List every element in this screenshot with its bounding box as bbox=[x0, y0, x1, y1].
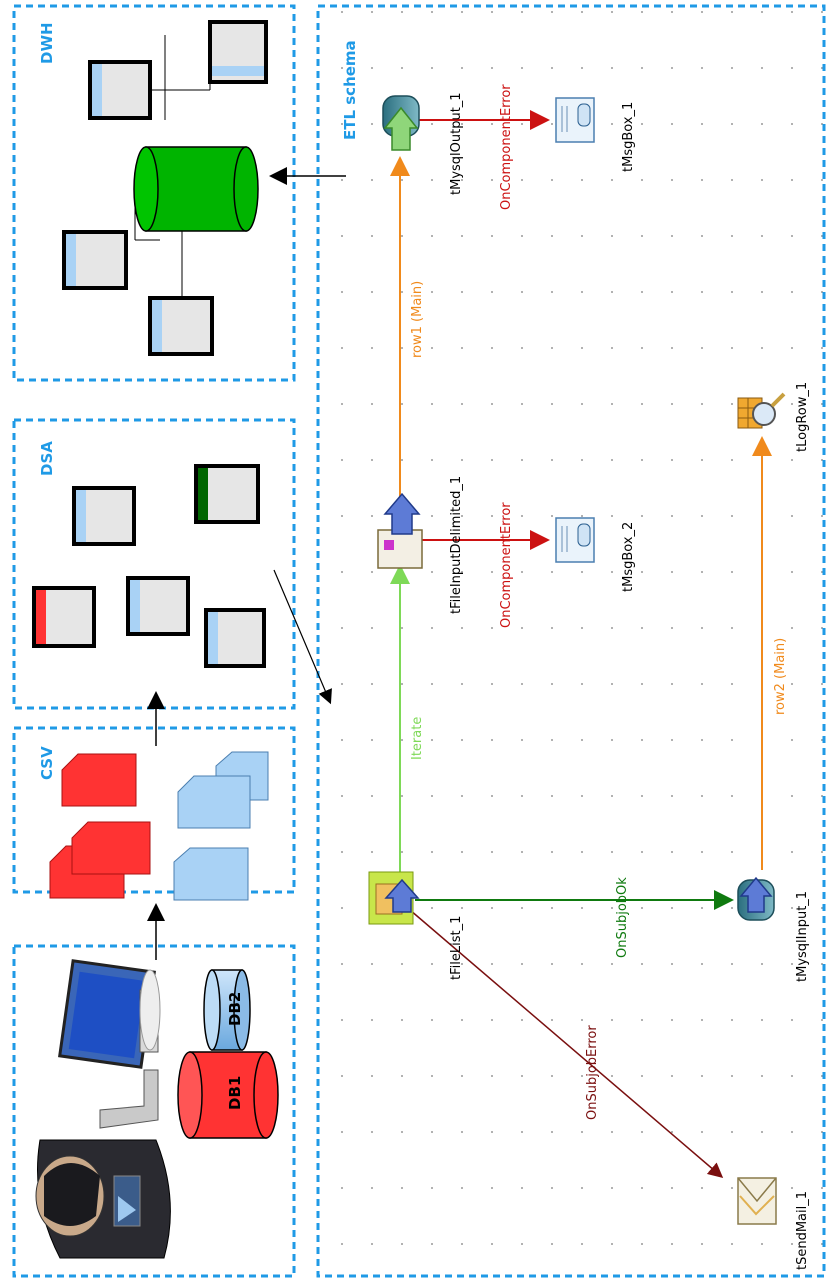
file-input-label: tFileInputDelimited_1 bbox=[449, 476, 464, 614]
msgbox-2-icon bbox=[555, 517, 595, 563]
error2-label: OnComponentError bbox=[499, 502, 514, 628]
csv-file-blue-icon bbox=[173, 847, 249, 901]
component-sendmail[interactable]: tSendMail_1 bbox=[737, 1177, 810, 1270]
dsa-panel: DSA bbox=[12, 418, 296, 710]
mysql-output-label: tMysqlOutput_1 bbox=[449, 92, 464, 195]
file-input-icon bbox=[377, 492, 423, 569]
row2-label: row2 (Main) bbox=[773, 638, 788, 715]
csv-panel: CSV bbox=[12, 726, 296, 901]
etl-schema-title: ETL schema bbox=[341, 40, 359, 140]
logrow-label: tLogRow_1 bbox=[795, 382, 810, 452]
error1-label: OnComponentError bbox=[499, 84, 514, 210]
dsa-to-etl-arrow bbox=[273, 569, 332, 705]
dwh-panel: DWH bbox=[12, 4, 296, 382]
etl-schema-panel: ETL schema bbox=[316, 4, 826, 1278]
subjob-error-link[interactable] bbox=[409, 909, 724, 1178]
component-logrow[interactable]: tLogRow_1 bbox=[737, 382, 810, 452]
row1-label: row1 (Main) bbox=[410, 281, 425, 358]
mysql-output-icon bbox=[382, 95, 420, 151]
dwh-table-icon bbox=[208, 20, 268, 84]
dwh-database-icon bbox=[133, 146, 259, 232]
component-msgbox-2[interactable]: tMsgBox_2 bbox=[555, 517, 636, 592]
db1-label: DB1 bbox=[226, 1076, 244, 1110]
csv-file-blue-icon bbox=[177, 751, 269, 829]
user-icon bbox=[35, 1139, 171, 1259]
db2-icon: DB2 bbox=[203, 969, 251, 1051]
filelist-icon bbox=[368, 871, 420, 925]
component-mysql-output[interactable]: tMysqlOutput_1 bbox=[382, 92, 464, 195]
computer-icon bbox=[58, 959, 161, 1129]
msgbox-2-label: tMsgBox_2 bbox=[621, 522, 636, 592]
dsa-title: DSA bbox=[38, 441, 56, 476]
etl-links bbox=[390, 110, 772, 1178]
mysql-input-label: tMysqlInput_1 bbox=[795, 891, 810, 982]
subjob-ok-label: OnSubjobOk bbox=[615, 877, 630, 958]
msgbox-1-icon bbox=[555, 97, 595, 143]
iterate-label: Iterate bbox=[410, 717, 425, 760]
sources-panel: DB2 DB1 bbox=[12, 944, 296, 1278]
dwh-table-icon bbox=[62, 230, 128, 290]
dsa-table-icon bbox=[194, 464, 260, 524]
msgbox-1-label: tMsgBox_1 bbox=[621, 102, 636, 172]
filelist-label: tFileList_1 bbox=[449, 916, 464, 980]
component-msgbox-1[interactable]: tMsgBox_1 bbox=[555, 97, 636, 172]
dsa-table-icon bbox=[204, 608, 266, 668]
subjob-error-label: OnSubjobError bbox=[585, 1025, 600, 1120]
dwh-title: DWH bbox=[38, 22, 56, 64]
csv-file-red-icon bbox=[61, 753, 137, 807]
component-filelist[interactable]: tFileList_1 bbox=[368, 871, 464, 980]
dwh-table-icon bbox=[88, 60, 152, 120]
logrow-icon bbox=[737, 392, 786, 429]
csv-title: CSV bbox=[38, 746, 56, 780]
db2-label: DB2 bbox=[226, 992, 244, 1026]
sendmail-icon bbox=[737, 1177, 777, 1225]
component-mysql-input[interactable]: tMysqlInput_1 bbox=[737, 876, 810, 982]
mysql-input-icon bbox=[737, 876, 775, 921]
component-file-input[interactable]: tFileInputDelimited_1 bbox=[377, 476, 464, 614]
dsa-table-icon bbox=[72, 486, 136, 546]
etl-link-labels: row1 (Main) OnComponentError OnComponent… bbox=[410, 84, 788, 1120]
dsa-table-icon bbox=[32, 586, 96, 648]
dsa-table-icon bbox=[126, 576, 190, 636]
csv-file-red-icon bbox=[49, 821, 151, 899]
sendmail-label: tSendMail_1 bbox=[795, 1191, 810, 1270]
dwh-table-icon bbox=[148, 296, 214, 356]
db1-icon: DB1 bbox=[177, 1051, 279, 1139]
